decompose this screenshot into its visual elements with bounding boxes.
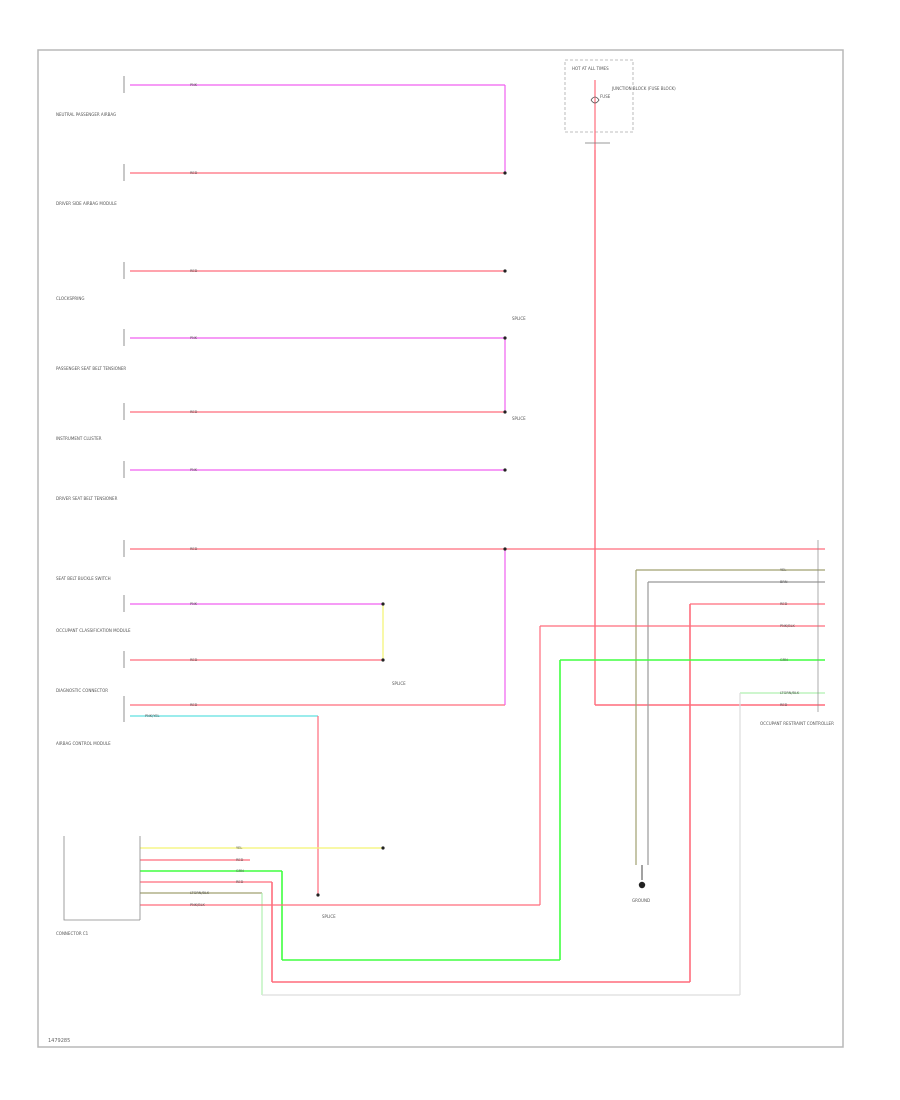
diagram-frame <box>37 49 844 1048</box>
svg-text:RED: RED <box>780 602 788 606</box>
component-label-4: INSTRUMENT CLUSTER <box>56 436 102 441</box>
svg-text:PNK: PNK <box>190 83 198 87</box>
right-module-label: OCCUPANT RESTRAINT CONTROLLER <box>760 721 834 726</box>
svg-text:YEL: YEL <box>780 568 786 572</box>
svg-text:RED: RED <box>190 547 198 551</box>
svg-text:RED: RED <box>780 703 788 707</box>
svg-text:PNK/BLK: PNK/BLK <box>780 624 796 628</box>
fuse-label: FUSE <box>600 94 611 99</box>
component-label-2: CLOCKSPRING <box>56 296 84 301</box>
svg-text:RED: RED <box>190 658 198 662</box>
diagram-footer-code: 1479285 <box>48 1038 71 1044</box>
svg-text:LTGRN/BLK: LTGRN/BLK <box>780 691 800 695</box>
svg-text:GRN: GRN <box>780 658 788 662</box>
component-label-9: AIRBAG CONTROL MODULE <box>56 741 111 746</box>
component-label-0: NEUTRAL PASSENGER AIRBAG <box>56 112 116 117</box>
component-label-1: DRIVER SIDE AIRBAG MODULE <box>56 201 117 206</box>
component-label-7: OCCUPANT CLASSIFICATION MODULE <box>56 628 131 633</box>
ground-label: GROUND <box>632 898 650 903</box>
svg-text:RED: RED <box>190 171 198 175</box>
svg-text:PNK: PNK <box>190 468 198 472</box>
component-label-3: PASSENGER SEAT BELT TENSIONER <box>56 366 126 371</box>
fuse-symbol <box>564 59 634 150</box>
component-label-5: DRIVER SEAT BELT TENSIONER <box>56 496 118 501</box>
svg-text:PNK/BLK: PNK/BLK <box>190 903 206 907</box>
svg-text:RED: RED <box>190 703 198 707</box>
bottom-connector-outline <box>63 836 141 921</box>
svg-text:RED: RED <box>190 410 198 414</box>
svg-text:YEL: YEL <box>236 846 242 850</box>
center-splice-label: SPLICE <box>322 914 336 919</box>
svg-text:PNK: PNK <box>190 602 198 606</box>
svg-text:BRN: BRN <box>780 580 788 584</box>
component-label-8: DIAGNOSTIC CONNECTOR <box>56 688 108 693</box>
splice-label-mid: SPLICE <box>512 416 526 421</box>
fuse-block-label: JUNCTION BLOCK (FUSE BLOCK) <box>611 86 676 91</box>
ground-symbol <box>638 865 646 889</box>
component-label-6: SEAT BELT BUCKLE SWITCH <box>56 576 111 581</box>
splice-label-bottom: SPLICE <box>392 681 406 686</box>
svg-text:RED: RED <box>190 269 198 273</box>
svg-text:GRN: GRN <box>236 869 244 873</box>
splice-label-top: SPLICE <box>512 316 526 321</box>
wire-color-tags: PNK RED RED PNK RED PNK RED PNK RED RED … <box>145 83 800 907</box>
svg-text:RED: RED <box>236 880 244 884</box>
svg-text:LTGRN/BLK: LTGRN/BLK <box>190 891 210 895</box>
splice-dots <box>316 171 507 897</box>
upper-right-module-label: HOT AT ALL TIMES <box>572 66 609 71</box>
svg-text:RED: RED <box>236 858 244 862</box>
component-label-10: CONNECTOR C1 <box>56 931 89 936</box>
svg-text:PNK: PNK <box>190 336 198 340</box>
svg-text:PNK/YEL: PNK/YEL <box>145 714 160 718</box>
